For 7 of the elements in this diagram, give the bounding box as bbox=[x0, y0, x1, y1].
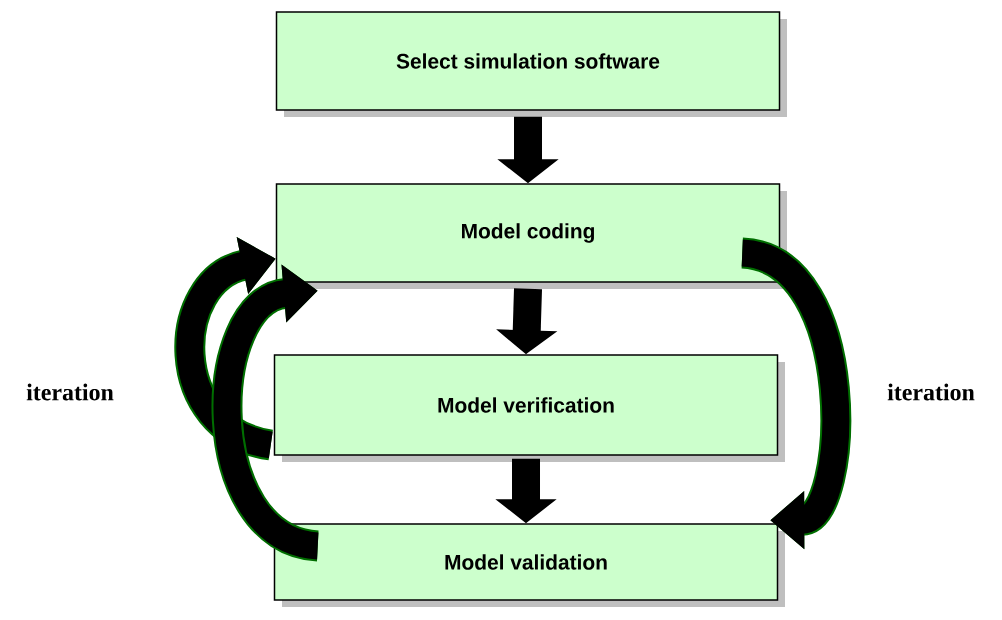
side-label: iteration bbox=[26, 383, 114, 401]
process-box: Model validation bbox=[273, 523, 785, 607]
process-box: Model coding bbox=[275, 183, 787, 289]
side-label: iteration bbox=[887, 383, 975, 401]
arrow bbox=[211, 264, 322, 562]
process-box: Model verification bbox=[273, 354, 785, 462]
process-box: Select simulation software bbox=[275, 11, 787, 117]
